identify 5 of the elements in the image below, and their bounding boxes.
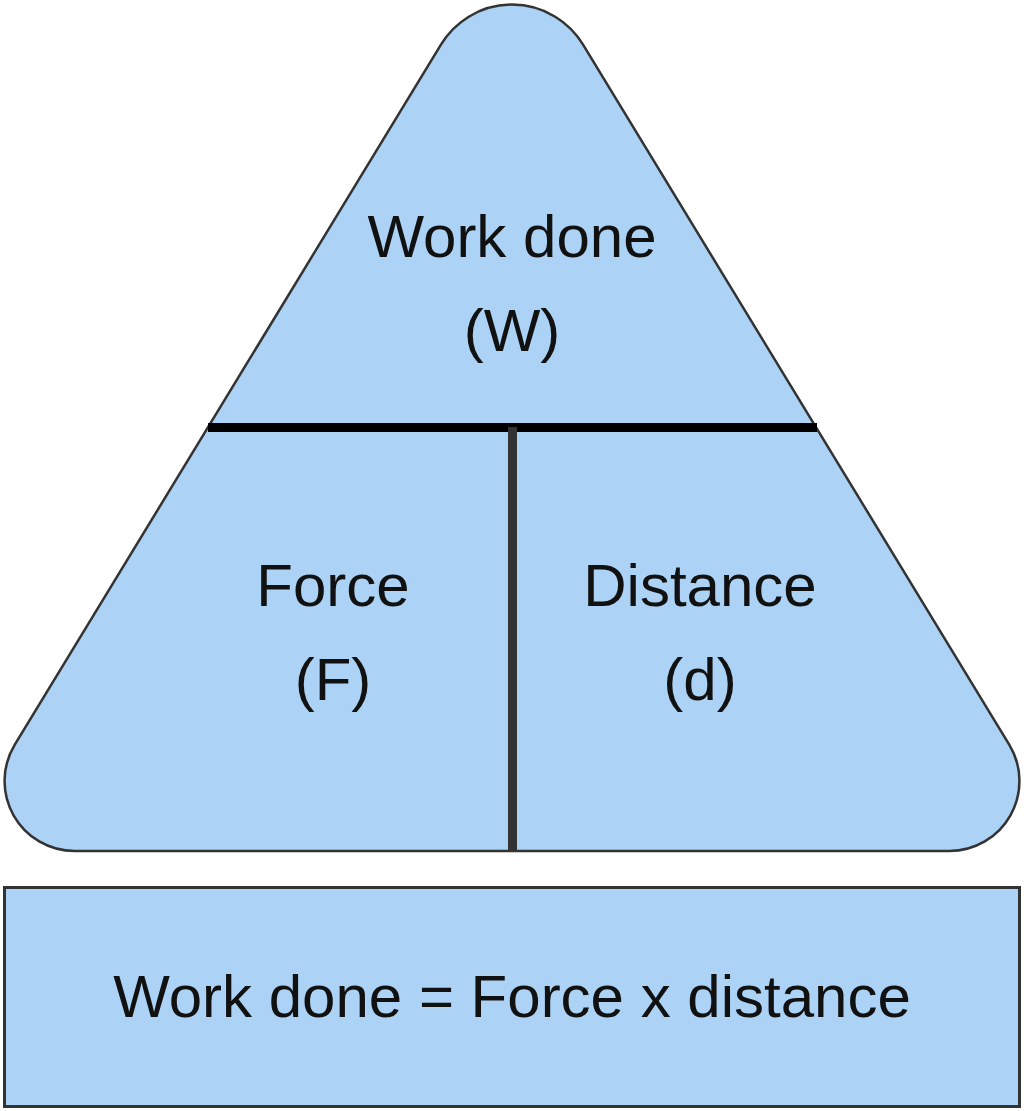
- formula-box: [3, 886, 1021, 1108]
- quantity-label: Force (F): [255, 539, 411, 727]
- quantity-label: Work done (W): [366, 190, 658, 378]
- formula-text: Work done = Force x distance: [113, 962, 911, 1032]
- quantity-label: Distance (d): [582, 539, 818, 727]
